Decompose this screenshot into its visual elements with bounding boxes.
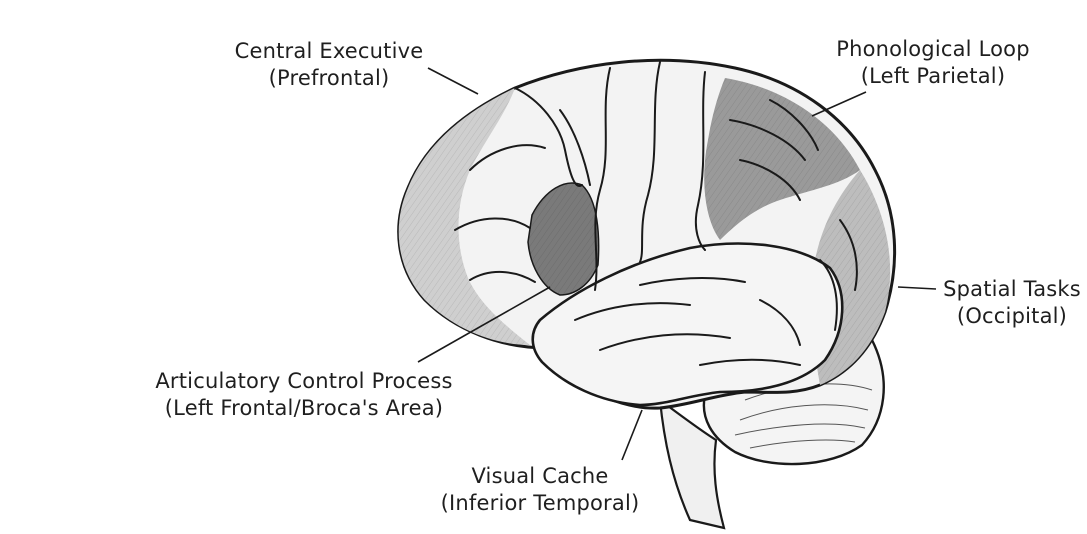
label-spatial-tasks: Spatial Tasks (Occipital) [932,276,1087,330]
label-articulatory-control-line2: (Left Frontal/Broca's Area) [134,395,474,422]
label-phonological-loop-line1: Phonological Loop [815,36,1051,63]
label-spatial-tasks-line2: (Occipital) [932,303,1087,330]
label-central-executive-line2: (Prefrontal) [214,65,444,92]
leader-visual-cache [622,410,642,460]
label-central-executive: Central Executive (Prefrontal) [214,38,444,92]
label-spatial-tasks-line1: Spatial Tasks [932,276,1087,303]
leader-spatial-tasks [898,287,936,289]
label-phonological-loop: Phonological Loop (Left Parietal) [815,36,1051,90]
label-visual-cache-line1: Visual Cache [425,463,655,490]
label-articulatory-control: Articulatory Control Process (Left Front… [134,368,474,422]
label-visual-cache-line2: (Inferior Temporal) [425,490,655,517]
label-phonological-loop-line2: (Left Parietal) [815,63,1051,90]
label-visual-cache: Visual Cache (Inferior Temporal) [425,463,655,517]
label-central-executive-line1: Central Executive [214,38,444,65]
label-articulatory-control-line1: Articulatory Control Process [134,368,474,395]
